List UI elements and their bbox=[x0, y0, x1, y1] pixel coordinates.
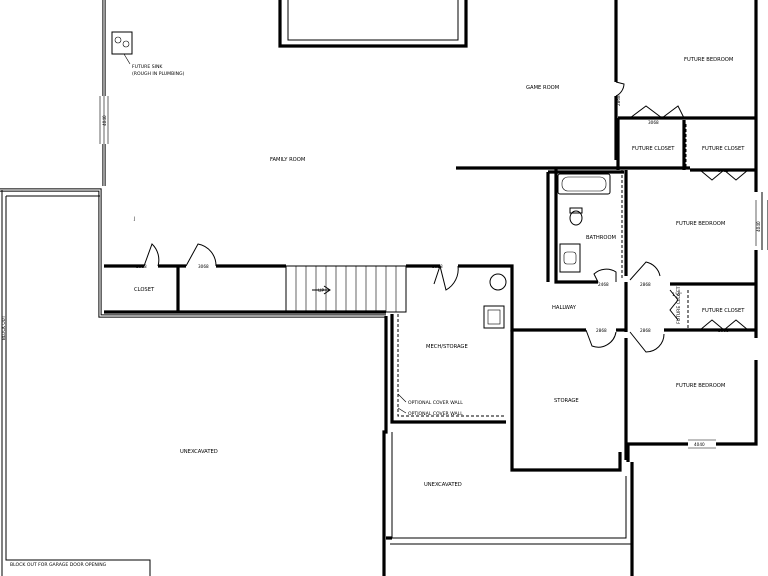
door-3068-left-closet-a: 3068 bbox=[136, 264, 147, 269]
doors bbox=[143, 81, 749, 353]
fixtures bbox=[111, 31, 611, 329]
optional-cover-wall-note-2: OPTIONAL COVER WALL bbox=[408, 411, 463, 417]
tick-mark: J bbox=[133, 216, 135, 221]
block-out-garage-note: BLOCK OUT FOR GARAGE DOOR OPENING bbox=[10, 562, 107, 568]
door-3058-mech: 3058 bbox=[432, 264, 443, 269]
game-room-label: GAME ROOM bbox=[526, 85, 559, 91]
unexcavated-center-label: UNEXCAVATED bbox=[424, 482, 462, 488]
window-4040-bottom: 4040 bbox=[694, 442, 705, 447]
future-closet-vertical-label: FUTURE CLOSET bbox=[676, 286, 682, 324]
future-bedroom-top-label: FUTURE BEDROOM bbox=[684, 57, 733, 63]
optional-cover-wall-note-1: OPTIONAL COVER WALL bbox=[408, 400, 463, 406]
family-room-label: FAMILY ROOM bbox=[270, 157, 305, 163]
annotations: FUTURE SINK (ROUGH IN PLUMBING) OPTIONAL… bbox=[1, 64, 682, 568]
closet-outlines bbox=[621, 124, 689, 328]
interior-walls bbox=[104, 116, 756, 576]
window-4040-right: 4040 bbox=[756, 221, 761, 232]
future-closet-3-label: FUTURE CLOSET bbox=[702, 308, 745, 314]
closet-dimension: 1'-6" bbox=[672, 292, 682, 297]
door-2868-hall-b: 2868 bbox=[596, 328, 607, 333]
window-4040-left: 4040 bbox=[102, 115, 107, 126]
door-2868-hall-a: 2868 bbox=[640, 282, 651, 287]
staircase bbox=[285, 265, 407, 313]
closet-label: CLOSET bbox=[134, 287, 155, 293]
door-2468-bath: 2468 bbox=[598, 282, 609, 287]
future-closet-2-label: FUTURE CLOSET bbox=[702, 146, 745, 152]
future-closet-1-label: FUTURE CLOSET bbox=[632, 146, 675, 152]
door-3068-closet-top: 3068 bbox=[648, 120, 659, 125]
stair-up-label: UP bbox=[318, 288, 324, 294]
future-bedroom-mid-label: FUTURE BEDROOM bbox=[676, 221, 725, 227]
block-out-left-note: BLOCK OUT bbox=[1, 315, 6, 340]
storage-label: STORAGE bbox=[554, 398, 579, 404]
future-sink-note-line1: FUTURE SINK bbox=[132, 64, 163, 70]
future-sink-note-line2: (ROUGH IN PLUMBING) bbox=[132, 71, 185, 77]
door-window-tags: 2868 3068 3068 3068 3068 3068 3058 2468 … bbox=[102, 95, 761, 447]
door-3068-closet-bottom: 3068 bbox=[718, 328, 729, 333]
hallway-label: HALLWAY bbox=[552, 305, 577, 311]
door-2868-game: 2868 bbox=[616, 95, 621, 106]
door-2868-hall-c: 2868 bbox=[640, 328, 651, 333]
future-bedroom-bottom-label: FUTURE BEDROOM bbox=[676, 383, 725, 389]
unexcavated-left-label: UNEXCAVATED bbox=[180, 449, 218, 455]
mech-storage-label: MECH/STORAGE bbox=[426, 344, 468, 350]
door-3068-left-closet-b: 3068 bbox=[198, 264, 209, 269]
room-labels: FAMILY ROOM GAME ROOM FUTURE BEDROOM FUT… bbox=[134, 57, 745, 488]
door-3068-bed-mid: 3068 bbox=[718, 168, 729, 173]
bathroom-label: BATHROOM bbox=[586, 235, 616, 241]
